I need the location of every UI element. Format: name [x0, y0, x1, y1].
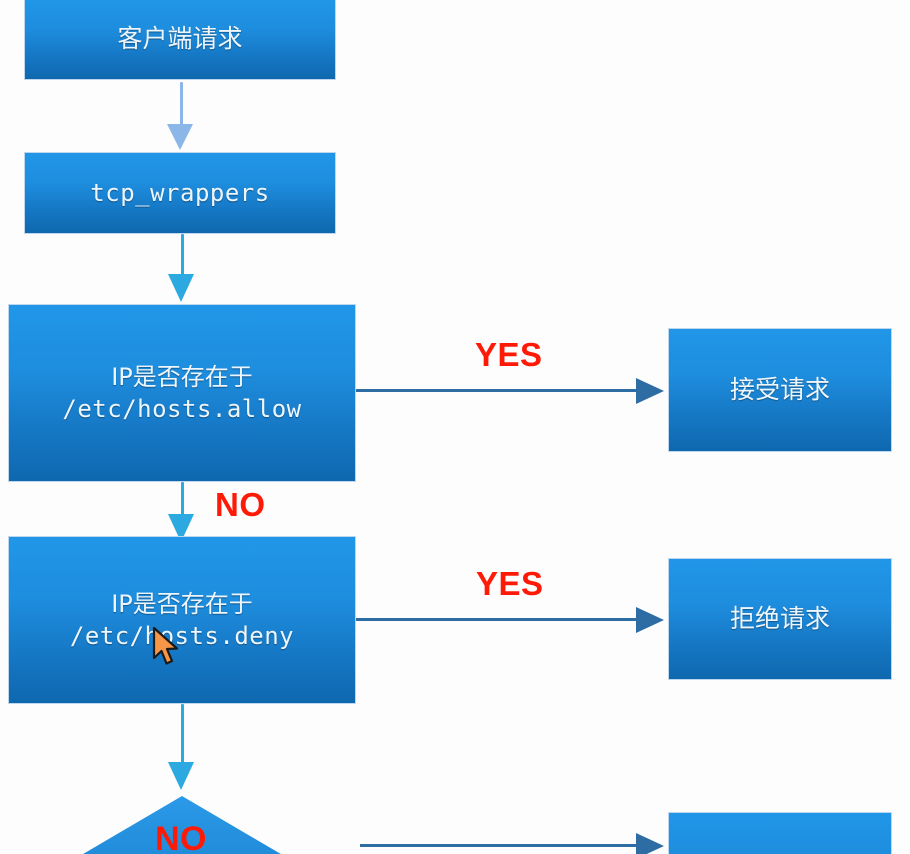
- node-tcp-wrappers[interactable]: tcp_wrappers: [24, 152, 336, 234]
- node-accept-request-allow[interactable]: 接受请求: [668, 328, 892, 452]
- node-check-hosts-deny[interactable]: IP是否存在于 /etc/hosts.deny: [8, 536, 356, 704]
- node-reject-request-label: 拒绝请求: [729, 604, 830, 633]
- connector-allow-no-line: [181, 482, 184, 516]
- edge-label-yes-deny: YES: [476, 565, 544, 602]
- connector-tcpwrappers-to-allow-arrowhead: [168, 274, 194, 302]
- connector-allow-yes-arrowhead: [636, 378, 664, 404]
- node-client-request[interactable]: 客户端请求: [24, 0, 336, 80]
- node-check-hosts-allow-label-line2: /etc/hosts.allow: [62, 394, 302, 423]
- node-check-hosts-allow[interactable]: IP是否存在于 /etc/hosts.allow: [8, 304, 356, 482]
- node-accept-request-default[interactable]: 接受请求: [668, 812, 892, 854]
- edge-label-yes-allow: YES: [475, 336, 543, 373]
- connector-deny-no-line: [181, 704, 184, 764]
- connector-client-to-tcpwrappers-line: [180, 82, 183, 126]
- connector-deny-no-arrowhead: [168, 762, 194, 790]
- connector-deny-yes-line: [356, 618, 642, 621]
- node-check-hosts-deny-label-line2: /etc/hosts.deny: [69, 621, 295, 650]
- connector-tcpwrappers-to-allow-line: [181, 234, 184, 276]
- connector-decision-to-accept-line: [360, 844, 642, 847]
- connector-deny-yes-arrowhead: [636, 607, 664, 633]
- edge-label-no-decision: NO: [155, 820, 207, 854]
- node-accept-request-allow-label: 接受请求: [729, 375, 830, 404]
- edge-label-no-allow: NO: [215, 486, 266, 523]
- connector-client-to-tcpwrappers-arrowhead: [167, 124, 193, 150]
- node-client-request-label: 客户端请求: [117, 24, 243, 53]
- connector-allow-yes-line: [356, 389, 642, 392]
- node-tcp-wrappers-label: tcp_wrappers: [90, 178, 270, 207]
- node-check-hosts-deny-label-line1: IP是否存在于: [111, 589, 253, 618]
- connector-decision-to-accept-arrowhead: [636, 833, 664, 854]
- node-check-hosts-allow-label-line1: IP是否存在于: [111, 362, 253, 391]
- node-reject-request[interactable]: 拒绝请求: [668, 558, 892, 680]
